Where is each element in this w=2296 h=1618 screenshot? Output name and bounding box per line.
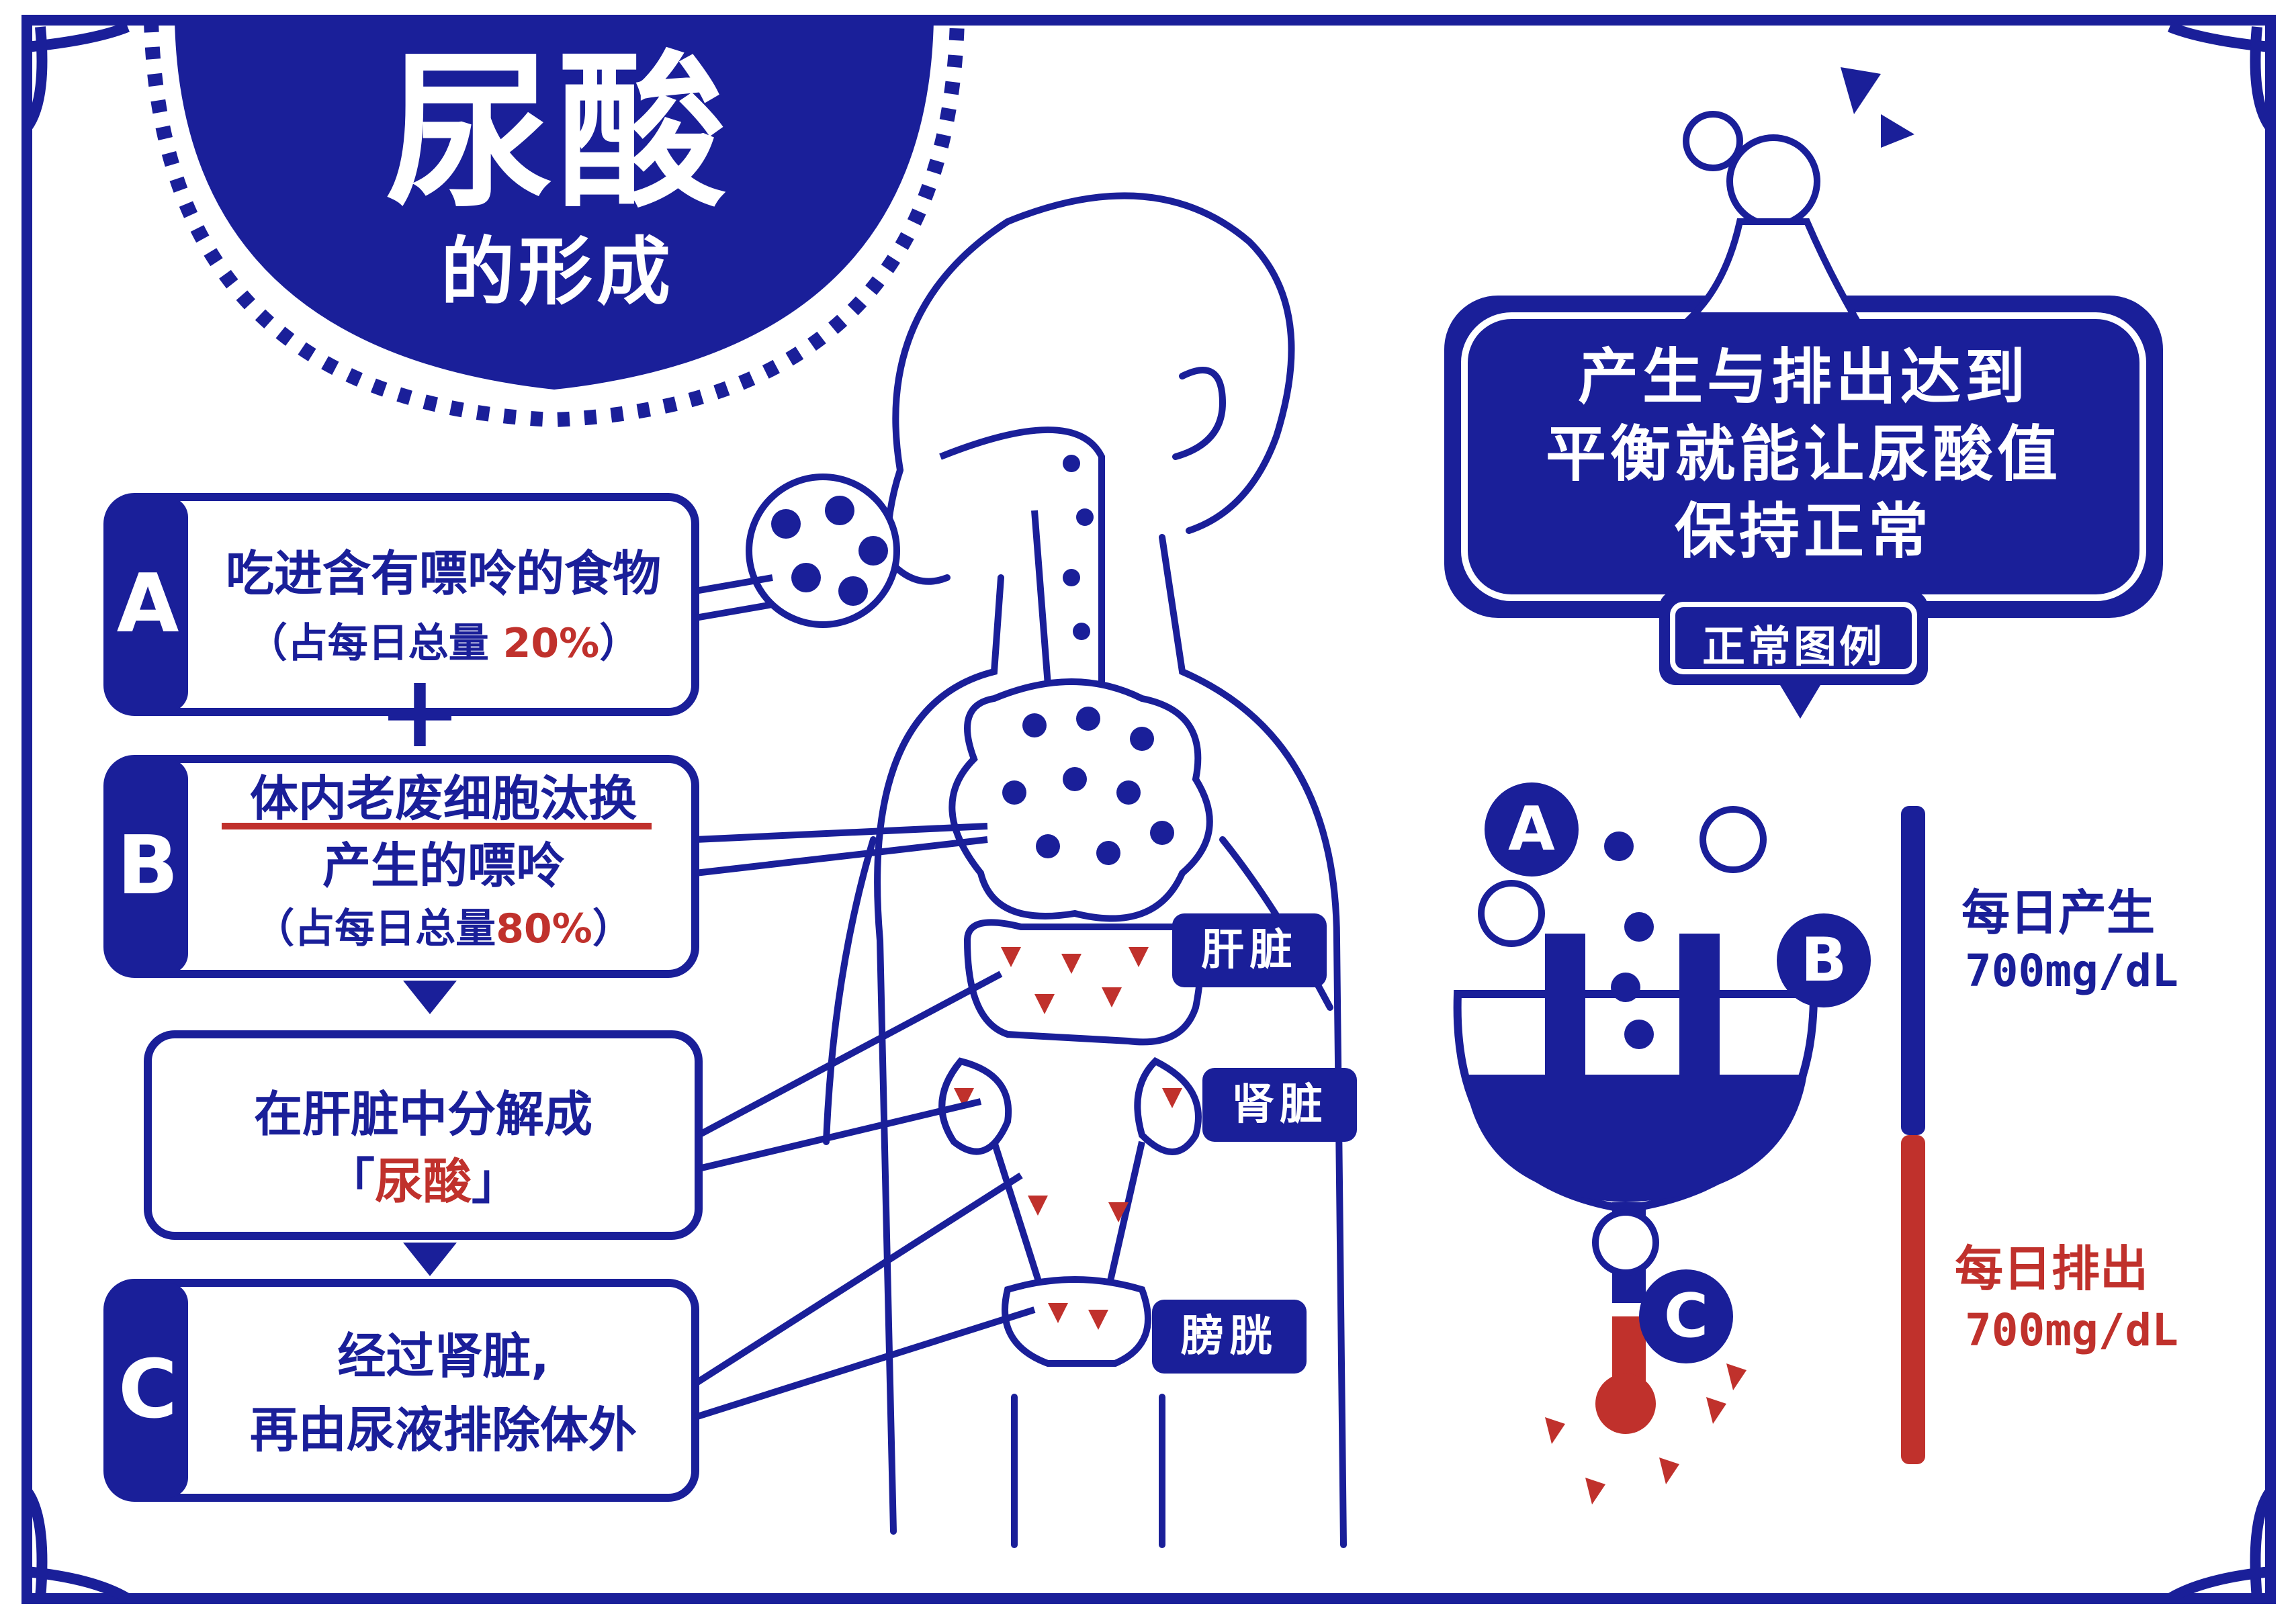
bar-excrete-segment <box>1901 1135 1925 1464</box>
step-c-text-2: 再由尿液排除体外 <box>249 1402 637 1458</box>
motion-marks <box>1841 67 1914 148</box>
produce-label: 每日产生 <box>1961 885 2156 941</box>
step-a-text: 吃进含有嘌呤的食物 <box>225 545 661 602</box>
produce-value: 700mg/dL <box>1965 945 2178 997</box>
corner-ornaments <box>22 21 2275 1603</box>
excrete-value: 700mg/dL <box>1965 1304 2178 1356</box>
plus-sign: + <box>378 654 462 770</box>
food-dots <box>1063 455 1094 640</box>
balance-line-3: 保持正常 <box>1675 496 1933 567</box>
tank-label-b: B <box>1800 925 1847 995</box>
purine-dots <box>1002 707 1174 865</box>
tank-label-c: C <box>1663 1281 1709 1351</box>
excrete-label: 每日排出 <box>1955 1241 2149 1297</box>
frame-border <box>21 15 2276 1604</box>
liver <box>963 919 1204 1046</box>
step-b-share: （占每日总量80%） <box>254 905 633 952</box>
step-b-text-2: 产生的嘌呤 <box>322 838 564 894</box>
organ-liver-label: 肝脏 <box>1201 926 1298 975</box>
balance-bar <box>1901 806 1925 1464</box>
step-b-letter: B <box>117 819 179 913</box>
outflow <box>1545 1316 1747 1504</box>
ureters <box>991 1140 1145 1291</box>
balance-line-1: 产生与排出达到 <box>1578 342 2029 412</box>
step-b-text-1: 体内老废细胞汰换 <box>249 770 637 827</box>
step-c-letter: C <box>118 1343 178 1437</box>
callout-lines <box>693 574 1036 1421</box>
kidney-right <box>1134 1057 1202 1155</box>
flow-arrows <box>403 981 457 1276</box>
kidney-left <box>938 1057 1012 1155</box>
step-box-a <box>103 493 699 716</box>
step-a-share: （占每日总量 20%） <box>247 620 640 667</box>
tank-balls <box>1604 832 1654 1049</box>
uric-acid-triangles <box>954 947 1182 1330</box>
step-a-letter: A <box>116 557 179 651</box>
step-box-c <box>103 1279 699 1502</box>
esophagus <box>939 426 1105 686</box>
tank-water <box>1464 1075 1807 1202</box>
legend-box <box>1659 591 1928 685</box>
step-box-b <box>103 755 699 978</box>
bar-produce-segment <box>1901 806 1925 1135</box>
organ-kidney-label: 肾脏 <box>1231 1080 1328 1130</box>
cheering-figure <box>1683 111 1860 319</box>
legend-label: 正常图例 <box>1702 623 1885 672</box>
page-subtitle: 的形成 <box>441 229 674 315</box>
tank-label-a: A <box>1508 794 1555 864</box>
balance-bubble <box>1444 296 2163 618</box>
uric-acid-label: 尿酸 <box>374 1153 472 1210</box>
faucets <box>1478 806 1767 1276</box>
balance-line-2: 平衡就能让尿酸值 <box>1546 419 2062 490</box>
organ-label-boxes <box>1152 913 1357 1374</box>
step-a-share-value: 20% <box>502 620 600 667</box>
step-b-share-value: 80% <box>496 905 592 952</box>
page-title: 尿酸 <box>386 35 730 230</box>
liver-step-result: 「尿酸」 <box>326 1153 521 1210</box>
organ-bladder-label: 膀胱 <box>1181 1312 1278 1361</box>
tank-circles <box>1485 782 1871 1363</box>
liver-step-text: 在肝脏中分解成 <box>253 1086 592 1142</box>
step-c-text-1: 经过肾脏, <box>337 1328 549 1384</box>
title-badge-stripes <box>144 19 965 428</box>
bladder <box>1002 1276 1151 1367</box>
title-badge <box>175 20 934 390</box>
